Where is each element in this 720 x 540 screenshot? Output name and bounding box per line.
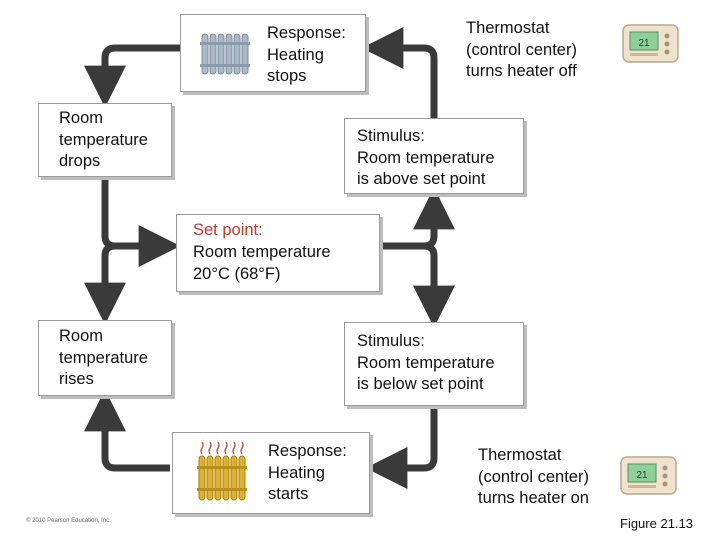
stimulus-below-box xyxy=(344,322,524,406)
thermostat-icon: 21 xyxy=(622,24,679,63)
stimulus-above-box xyxy=(344,118,524,194)
set-point-box xyxy=(176,214,380,292)
arrow-setpoint-to-below xyxy=(413,242,455,328)
temperature-rises-label: Room temperature rises xyxy=(59,327,148,388)
set-point-title: Set point: xyxy=(193,221,263,239)
response-stops-label: Response: Heating stops xyxy=(267,24,346,85)
thermostat-display-value: 21 xyxy=(636,470,648,481)
response-starts-label: Response: Heating starts xyxy=(268,442,347,503)
arrow-stops-to-drops xyxy=(84,44,180,108)
thermostat-display-value: 21 xyxy=(638,38,650,49)
thermostat-off-label: Thermostat (control center) turns heater… xyxy=(466,19,577,80)
stimulus-below-label: Stimulus: Room temperature is below set … xyxy=(357,332,495,393)
arrow-below-to-starts xyxy=(365,405,438,489)
temperature-drops-box xyxy=(38,103,172,177)
radiator-hot-icon xyxy=(197,441,247,501)
arrow-setpoint-to-rises xyxy=(84,242,126,325)
figure-label: Figure 21.13 xyxy=(620,516,693,531)
stimulus-above-label: Stimulus: Room temperature is above set … xyxy=(357,127,495,188)
temperature-drops-label: Room temperature drops xyxy=(59,109,148,170)
thermostat-on-label: Thermostat (control center) turns heater… xyxy=(478,446,589,507)
copyright-notice: © 2010 Pearson Education, Inc. xyxy=(26,518,111,524)
arrow-setpoint-to-above xyxy=(380,187,455,250)
arrow-drops-to-setpoint xyxy=(101,176,181,267)
set-point-body: Room temperature 20°C (68°F) xyxy=(193,243,331,283)
radiator-cold-icon xyxy=(200,33,250,75)
arrow-starts-to-rises xyxy=(84,389,170,472)
thermostat-icon: 21 xyxy=(620,456,677,495)
temperature-rises-box xyxy=(38,320,172,396)
arrow-thermostat-to-stops xyxy=(361,27,438,120)
